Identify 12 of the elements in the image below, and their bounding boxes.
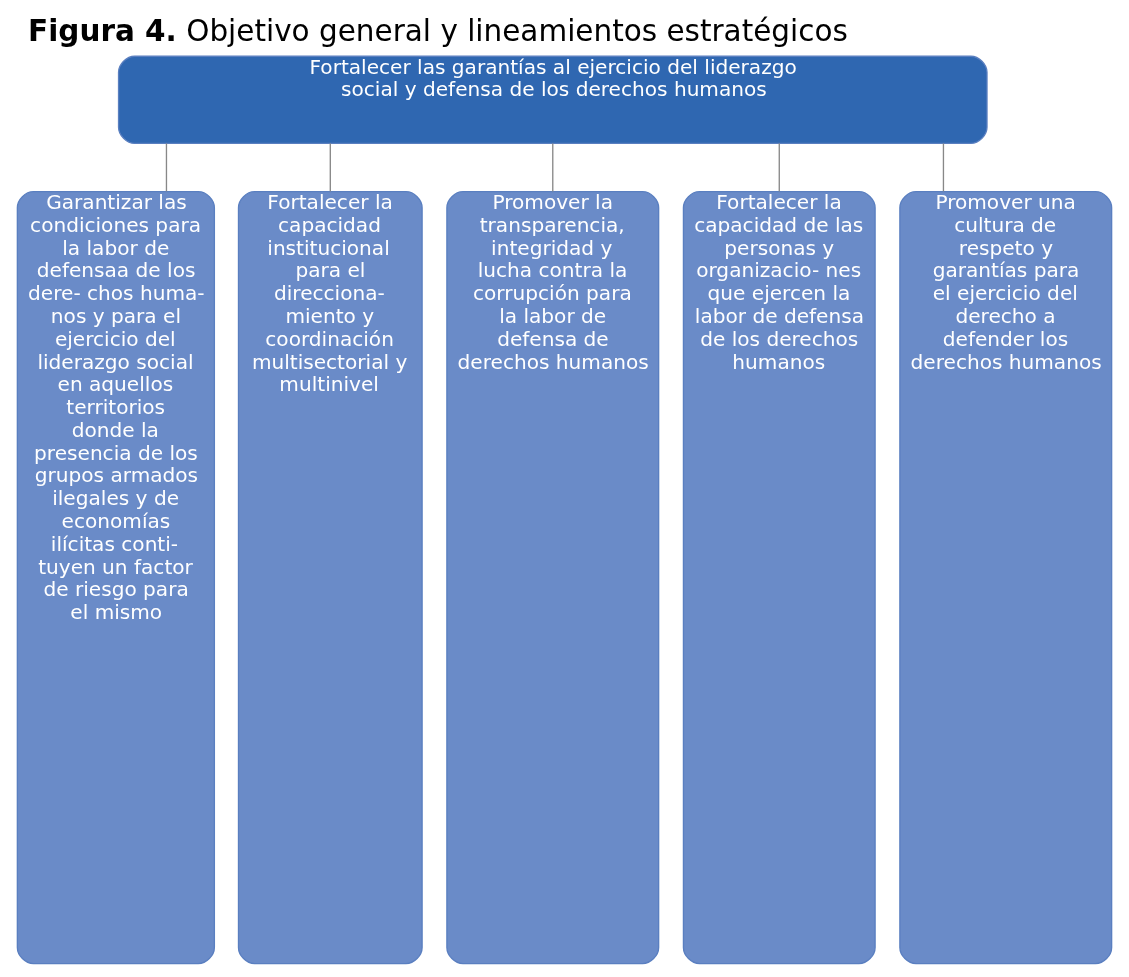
- node-box: Garantizar las condiciones para la labor de defensaa de los dere- chos huma- nos y para el ejercicio del liderazgo social en aquellos territorios donde la presencia de los grupos armados ilegales y de economías ilícitas conti- tuyen un factor de riesgo para el mismo: [16, 190, 216, 965]
- diagram-title: Figura 4. Objetivo general y lineamientos estratégicos: [28, 14, 848, 49]
- node-box: Promover la transparencia, integridad y lucha contra la corrupción para la labor de defensa de derechos humanos: [446, 190, 660, 965]
- node-box: Promover una cultura de respeto y garantías para el ejercicio del derecho a defender los derechos humanos: [899, 190, 1113, 965]
- node-box: Fortalecer la capacidad de las personas y organizacio- nes que ejercen la labor de defensa de los derechos humanos: [682, 190, 876, 965]
- connector: [329, 142, 331, 193]
- node-box: Fortalecer la capacidad institucional para el direcciona- miento y coordinación multisectorial y multinivel: [237, 190, 423, 965]
- connector: [778, 142, 780, 193]
- connector: [552, 142, 554, 193]
- connector: [165, 142, 168, 193]
- node-box: Fortalecer las garantías al ejercicio del liderazgo social y defensa de los derechos humanos: [117, 55, 988, 145]
- connector: [942, 142, 945, 193]
